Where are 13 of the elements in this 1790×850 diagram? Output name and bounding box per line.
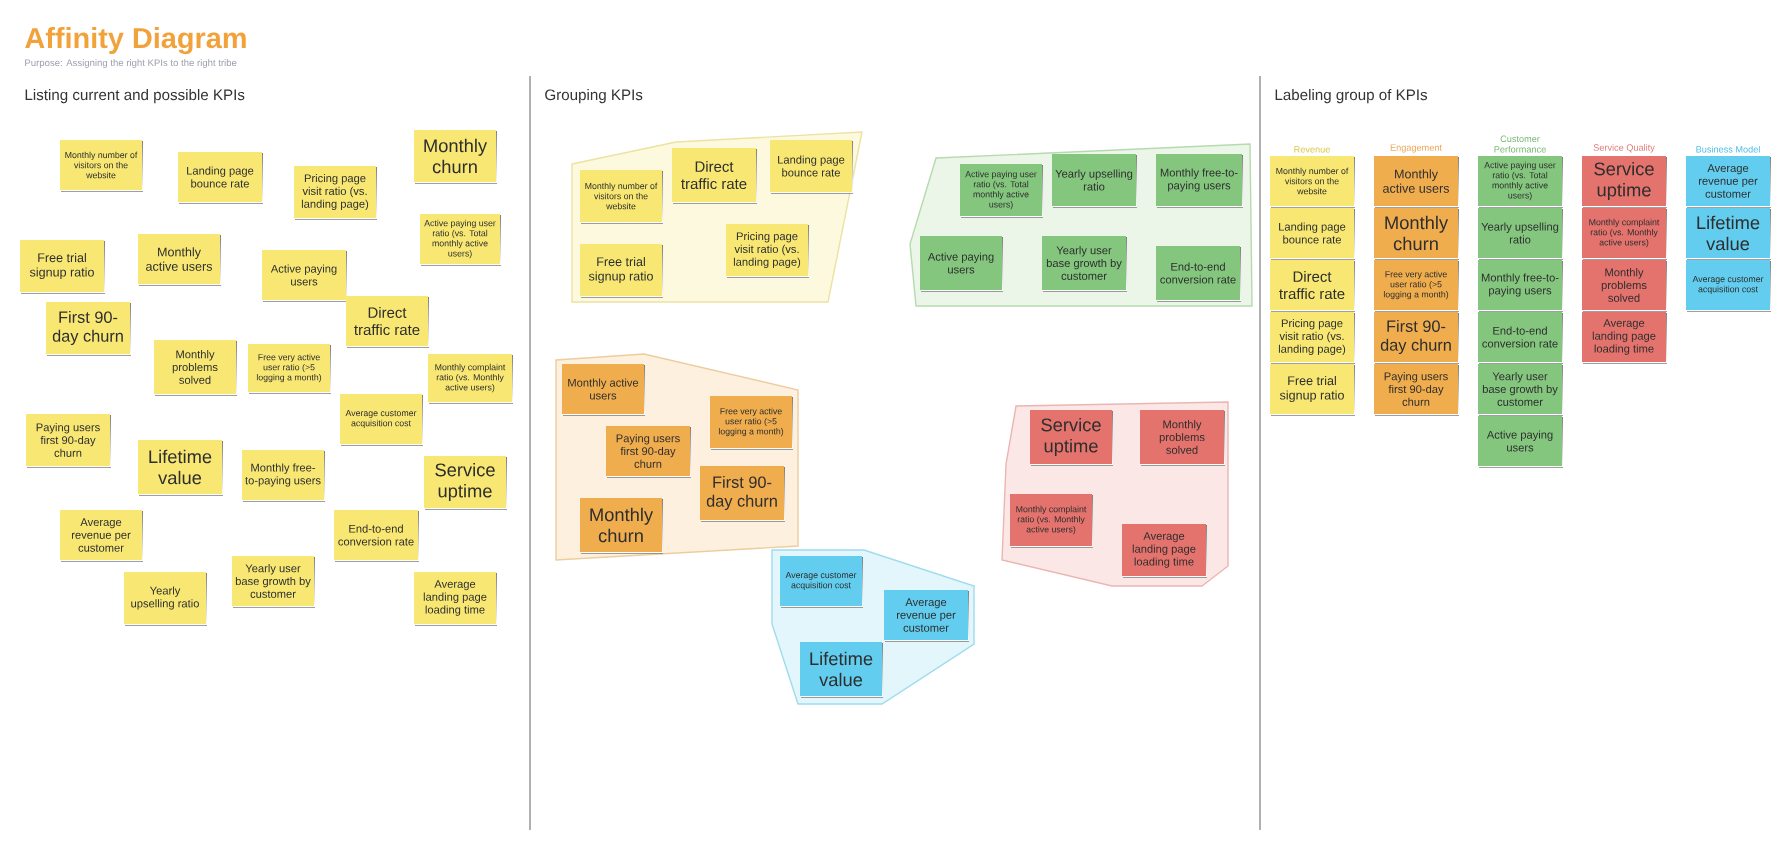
- sticky-note: Lifetime value: [1686, 208, 1771, 260]
- sticky-note: Monthly churn: [1374, 208, 1459, 260]
- sticky-note: Service uptime: [424, 456, 507, 510]
- sticky-note: Lifetime value: [800, 642, 883, 698]
- sticky-note: First 90-day churn: [1374, 312, 1459, 364]
- sticky-note: First 90-day churn: [46, 302, 131, 356]
- sticky-note: Lifetime value: [138, 440, 223, 496]
- sticky-note: Service uptime: [1582, 156, 1667, 208]
- sticky-note: Monthly churn: [580, 498, 663, 554]
- sticky-note: Monthly churn: [414, 130, 497, 184]
- sticky-note: First 90-day churn: [700, 466, 785, 522]
- sticky-note: Service uptime: [1030, 410, 1113, 466]
- title: Affinity Diagram: [25, 27, 246, 55]
